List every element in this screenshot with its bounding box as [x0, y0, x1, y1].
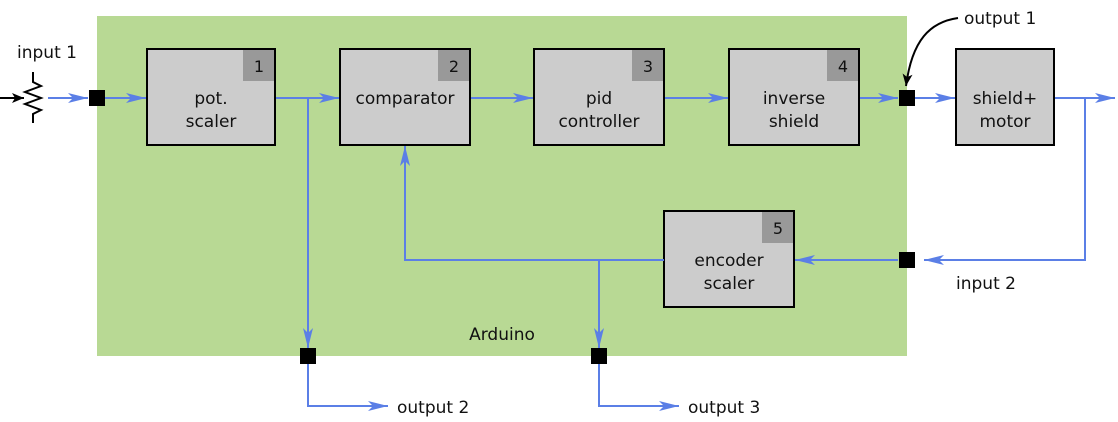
block-label-line: pot.: [194, 89, 227, 109]
label-input1: input 1: [17, 43, 77, 63]
block-label-line: shield+: [973, 89, 1038, 109]
block-label-line: inverse: [763, 89, 825, 109]
block-number-badge: [827, 50, 858, 81]
label-output2: output 2: [397, 398, 469, 418]
block-label-line: scaler: [704, 274, 755, 294]
block-label-line: controller: [558, 112, 639, 132]
arduino-label: Arduino: [469, 325, 535, 345]
block-label-line: comparator: [356, 89, 455, 109]
port-input1[interactable]: [89, 90, 105, 106]
block-inverse-shield[interactable]: 4 inverse shield: [728, 48, 860, 146]
port-input2[interactable]: [899, 252, 915, 268]
block-pid-controller[interactable]: 3 pid controller: [533, 48, 665, 146]
block-number: 1: [254, 57, 264, 76]
signal-output2: [307, 364, 388, 411]
port-output2[interactable]: [300, 348, 316, 364]
label-output1: output 1: [964, 9, 1036, 29]
block-number: 4: [838, 57, 848, 76]
block-label-line: pid: [586, 89, 612, 109]
block-pot-scaler[interactable]: 1 pot. scaler: [146, 48, 276, 146]
potentiometer-icon: [0, 72, 44, 123]
block-label-line: scaler: [186, 112, 237, 132]
block-number: 2: [449, 57, 459, 76]
block-number: 5: [773, 219, 783, 238]
block-label-line: encoder: [694, 251, 763, 271]
block-number: 3: [643, 57, 653, 76]
signal-motor-feedback: [924, 98, 1086, 265]
label-output3: output 3: [688, 398, 760, 418]
block-number-badge: [438, 50, 469, 81]
output1-pointer-arrow: [902, 17, 959, 87]
block-number-badge: [632, 50, 663, 81]
block-comparator[interactable]: 2 comparator: [339, 48, 471, 146]
block-encoder-scaler[interactable]: 5 encoder scaler: [663, 210, 795, 308]
signal-encoder-to-comparator: [400, 146, 664, 261]
signal-output3: [598, 364, 679, 411]
port-output1[interactable]: [899, 90, 915, 106]
block-label-line: motor: [979, 112, 1030, 132]
block-number-badge: [243, 50, 274, 81]
label-input2: input 2: [956, 274, 1016, 294]
block-label-line: shield: [769, 112, 819, 132]
block-number-badge: [762, 212, 793, 243]
block-shield-motor[interactable]: shield+ motor: [955, 48, 1055, 146]
port-output3[interactable]: [591, 348, 607, 364]
